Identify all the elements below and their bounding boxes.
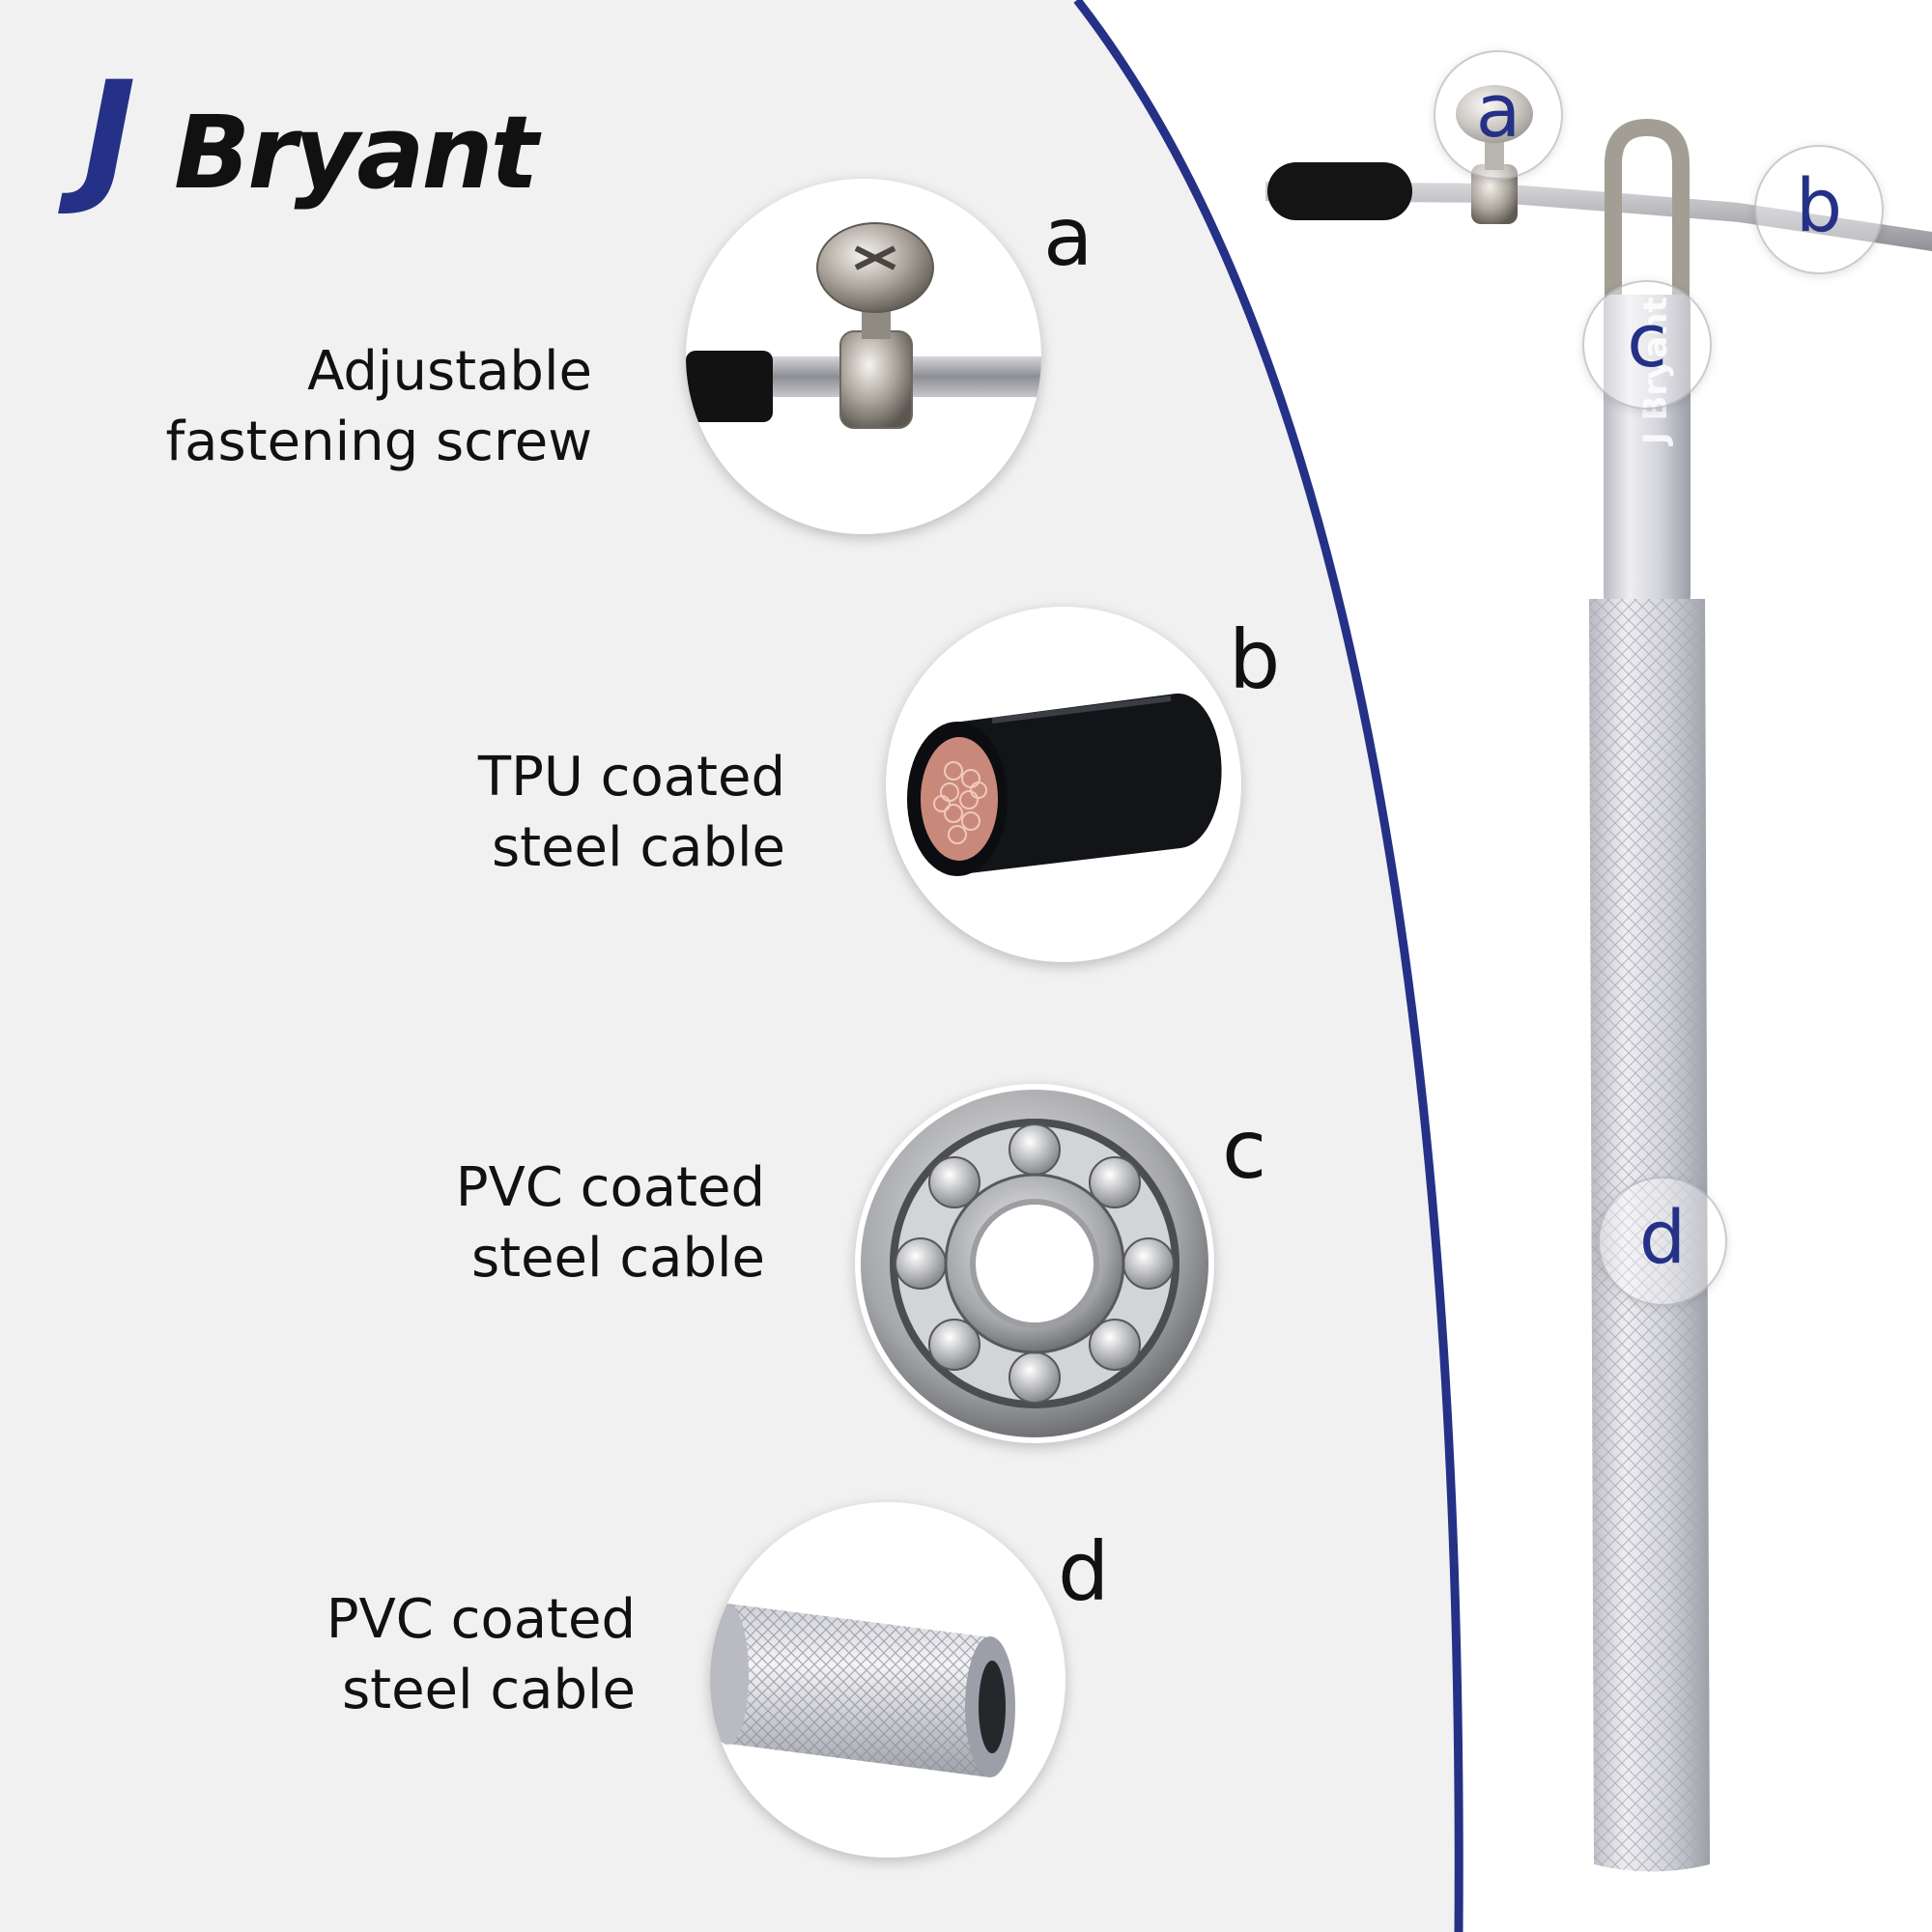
- feature-d-caption: PVC coated steel cable: [326, 1588, 636, 1721]
- logo-initial: J: [82, 51, 136, 219]
- accent-curve: [1073, 0, 1463, 1932]
- product-marker-c: c: [1582, 280, 1712, 410]
- feature-a-caption: Adjustable fastening screw: [165, 340, 592, 473]
- knurled-handle-icon: [710, 1502, 1065, 1858]
- product-marker-d-label: d: [1638, 1194, 1687, 1280]
- feature-b-caption: TPU coated steel cable: [477, 746, 785, 879]
- product-marker-d: d: [1598, 1177, 1727, 1306]
- feature-c-letter: c: [1222, 1102, 1267, 1197]
- feature-c-caption: PVC coated steel cable: [455, 1156, 765, 1290]
- ball-bearing-icon: [855, 1084, 1214, 1443]
- product-marker-b: b: [1754, 145, 1884, 274]
- light-panel: [0, 0, 1460, 1932]
- product-marker-a: a: [1434, 50, 1563, 180]
- feature-d-letter: d: [1058, 1524, 1110, 1619]
- feature-a-letter: a: [1043, 189, 1094, 284]
- product-marker-c-label: c: [1627, 298, 1667, 384]
- feature-b-letter: b: [1229, 612, 1281, 707]
- logo-name: Bryant: [174, 94, 538, 212]
- cable-cross-section-icon: [886, 607, 1241, 962]
- product-marker-b-label: b: [1795, 162, 1843, 248]
- product-marker-a-label: a: [1475, 68, 1521, 154]
- screw-clamp-icon: [686, 179, 1041, 534]
